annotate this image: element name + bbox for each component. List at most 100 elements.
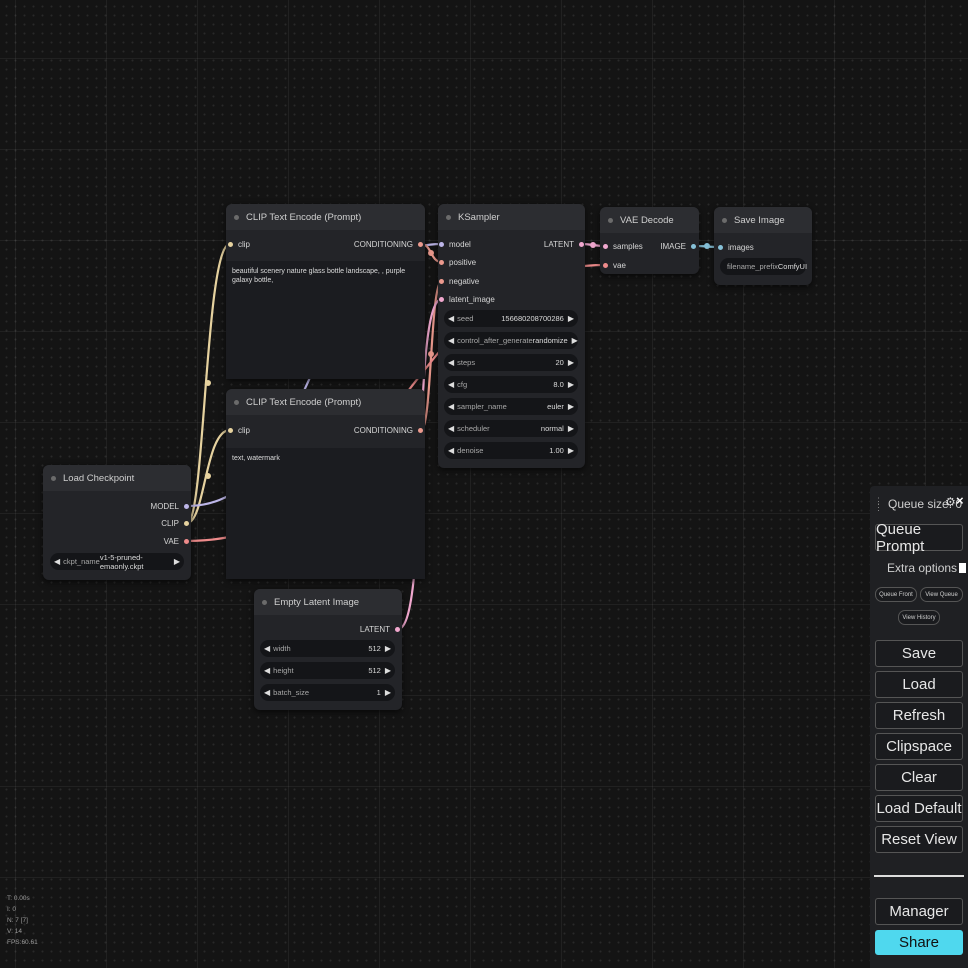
negative-prompt-textarea[interactable]: text, watermark bbox=[226, 448, 425, 579]
conditioning-output-slot[interactable]: CONDITIONING bbox=[354, 424, 423, 436]
vae-output-slot[interactable]: VAE bbox=[164, 535, 189, 547]
load-button[interactable]: Load bbox=[875, 671, 963, 698]
decrement-arrow-icon[interactable]: ◀ bbox=[448, 402, 455, 411]
decrement-arrow-icon[interactable]: ◀ bbox=[264, 688, 271, 697]
increment-arrow-icon[interactable]: ▶ bbox=[567, 424, 574, 433]
conditioning-slot-dot-icon[interactable] bbox=[418, 427, 423, 433]
steps-widget[interactable]: ◀ steps 20 ▶ bbox=[444, 354, 578, 371]
load-checkpoint-node[interactable]: Load Checkpoint MODEL CLIP VAE ◀ ckpt_na… bbox=[43, 465, 191, 580]
image-slot-dot-icon[interactable] bbox=[691, 243, 696, 249]
collapse-dot-icon[interactable] bbox=[234, 399, 239, 405]
control-after-generate-widget[interactable]: ◀ control_after_generate randomize ▶ bbox=[444, 332, 578, 349]
denoise-widget[interactable]: ◀ denoise 1.00 ▶ bbox=[444, 442, 578, 459]
conditioning-slot-dot-icon[interactable] bbox=[439, 259, 444, 265]
latent-slot-dot-icon[interactable] bbox=[439, 296, 444, 302]
collapse-dot-icon[interactable] bbox=[234, 214, 239, 220]
images-input-slot[interactable]: images bbox=[718, 241, 754, 253]
filename-prefix-widget[interactable]: filename_prefix ComfyUI bbox=[720, 258, 807, 275]
queue-prompt-button[interactable]: Queue Prompt bbox=[875, 521, 963, 555]
clip-output-slot[interactable]: CLIP bbox=[161, 517, 189, 529]
collapse-dot-icon[interactable] bbox=[446, 214, 451, 220]
increment-arrow-icon[interactable]: ▶ bbox=[567, 358, 574, 367]
increment-arrow-icon[interactable]: ▶ bbox=[567, 446, 574, 455]
decrement-arrow-icon[interactable]: ◀ bbox=[448, 380, 455, 389]
clipspace-button[interactable]: Clipspace bbox=[875, 733, 963, 760]
view-queue-button[interactable]: View Queue bbox=[920, 587, 963, 602]
cfg-widget[interactable]: ◀ cfg 8.0 ▶ bbox=[444, 376, 578, 393]
latent-slot-dot-icon[interactable] bbox=[603, 243, 608, 249]
decrement-arrow-icon[interactable]: ◀ bbox=[448, 424, 455, 433]
queue-front-button[interactable]: Queue Front bbox=[875, 587, 917, 602]
increment-arrow-icon[interactable]: ▶ bbox=[384, 644, 391, 653]
vae-slot-dot-icon[interactable] bbox=[184, 538, 189, 544]
latent-output-slot[interactable]: LATENT bbox=[360, 623, 400, 635]
collapse-dot-icon[interactable] bbox=[608, 217, 613, 223]
conditioning-slot-dot-icon[interactable] bbox=[418, 241, 423, 247]
latent-slot-dot-icon[interactable] bbox=[579, 241, 584, 247]
clip-input-slot[interactable]: clip bbox=[228, 424, 250, 436]
close-icon[interactable]: × bbox=[956, 493, 964, 508]
increment-arrow-icon[interactable]: ▶ bbox=[173, 557, 180, 566]
ckpt-name-widget[interactable]: ◀ ckpt_name v1-5-pruned-emaonly.ckpt ▶ bbox=[50, 553, 184, 571]
node-title[interactable]: VAE Decode bbox=[600, 207, 699, 233]
ksampler-node[interactable]: KSampler model positive negative latent_… bbox=[438, 204, 585, 468]
batch-size-widget[interactable]: ◀ batch_size 1 ▶ bbox=[260, 684, 395, 701]
collapse-dot-icon[interactable] bbox=[722, 217, 727, 223]
node-title[interactable]: Save Image bbox=[714, 207, 812, 233]
settings-gear-icon[interactable]: ⚙ bbox=[945, 495, 956, 509]
vae-slot-dot-icon[interactable] bbox=[603, 262, 608, 268]
refresh-button[interactable]: Refresh bbox=[875, 702, 963, 729]
decrement-arrow-icon[interactable]: ◀ bbox=[448, 358, 455, 367]
image-slot-dot-icon[interactable] bbox=[718, 244, 723, 250]
model-slot-dot-icon[interactable] bbox=[439, 241, 444, 247]
clip-slot-dot-icon[interactable] bbox=[228, 427, 233, 433]
vae-input-slot[interactable]: vae bbox=[603, 259, 626, 271]
decrement-arrow-icon[interactable]: ◀ bbox=[264, 666, 271, 675]
model-slot-dot-icon[interactable] bbox=[184, 503, 189, 509]
latent-image-input-slot[interactable]: latent_image bbox=[439, 293, 495, 305]
decrement-arrow-icon[interactable]: ◀ bbox=[264, 644, 271, 653]
manager-button[interactable]: Manager bbox=[875, 898, 963, 925]
view-history-button[interactable]: View History bbox=[898, 610, 940, 625]
latent-output-slot[interactable]: LATENT bbox=[544, 238, 584, 250]
increment-arrow-icon[interactable]: ▶ bbox=[567, 402, 574, 411]
extra-options-checkbox[interactable] bbox=[959, 563, 967, 573]
conditioning-slot-dot-icon[interactable] bbox=[439, 278, 444, 284]
conditioning-output-slot[interactable]: CONDITIONING bbox=[354, 238, 423, 250]
increment-arrow-icon[interactable]: ▶ bbox=[384, 688, 391, 697]
extra-options-row[interactable]: Extra options bbox=[887, 561, 967, 575]
increment-arrow-icon[interactable]: ▶ bbox=[571, 336, 578, 345]
reset-view-button[interactable]: Reset View bbox=[875, 826, 963, 853]
clip-slot-dot-icon[interactable] bbox=[228, 241, 233, 247]
share-button[interactable]: Share bbox=[875, 930, 963, 955]
decrement-arrow-icon[interactable]: ◀ bbox=[448, 446, 455, 455]
sampler-name-widget[interactable]: ◀ sampler_name euler ▶ bbox=[444, 398, 578, 415]
model-output-slot[interactable]: MODEL bbox=[151, 500, 189, 512]
height-widget[interactable]: ◀ height 512 ▶ bbox=[260, 662, 395, 679]
decrement-arrow-icon[interactable]: ◀ bbox=[448, 314, 455, 323]
decrement-arrow-icon[interactable]: ◀ bbox=[448, 336, 455, 345]
increment-arrow-icon[interactable]: ▶ bbox=[567, 380, 574, 389]
clip-text-encode-negative-node[interactable]: CLIP Text Encode (Prompt) clip CONDITION… bbox=[226, 389, 425, 579]
seed-widget[interactable]: ◀ seed 156680208700286 ▶ bbox=[444, 310, 578, 327]
empty-latent-image-node[interactable]: Empty Latent Image LATENT ◀ width 512 ▶ … bbox=[254, 589, 402, 710]
scheduler-widget[interactable]: ◀ scheduler normal ▶ bbox=[444, 420, 578, 437]
increment-arrow-icon[interactable]: ▶ bbox=[567, 314, 574, 323]
collapse-dot-icon[interactable] bbox=[51, 475, 56, 481]
save-image-node[interactable]: Save Image images filename_prefix ComfyU… bbox=[714, 207, 812, 285]
node-title[interactable]: KSampler bbox=[438, 204, 585, 230]
negative-input-slot[interactable]: negative bbox=[439, 275, 479, 287]
model-input-slot[interactable]: model bbox=[439, 238, 471, 250]
save-button[interactable]: Save bbox=[875, 640, 963, 667]
latent-slot-dot-icon[interactable] bbox=[395, 626, 400, 632]
clip-slot-dot-icon[interactable] bbox=[184, 520, 189, 526]
image-output-slot[interactable]: IMAGE bbox=[660, 240, 696, 252]
node-title[interactable]: Load Checkpoint bbox=[43, 465, 191, 491]
vae-decode-node[interactable]: VAE Decode samples vae IMAGE bbox=[600, 207, 699, 274]
positive-input-slot[interactable]: positive bbox=[439, 256, 476, 268]
clip-input-slot[interactable]: clip bbox=[228, 238, 250, 250]
positive-prompt-textarea[interactable]: beautiful scenery nature glass bottle la… bbox=[226, 261, 425, 379]
clear-button[interactable]: Clear bbox=[875, 764, 963, 791]
load-default-button[interactable]: Load Default bbox=[875, 795, 963, 822]
samples-input-slot[interactable]: samples bbox=[603, 240, 643, 252]
